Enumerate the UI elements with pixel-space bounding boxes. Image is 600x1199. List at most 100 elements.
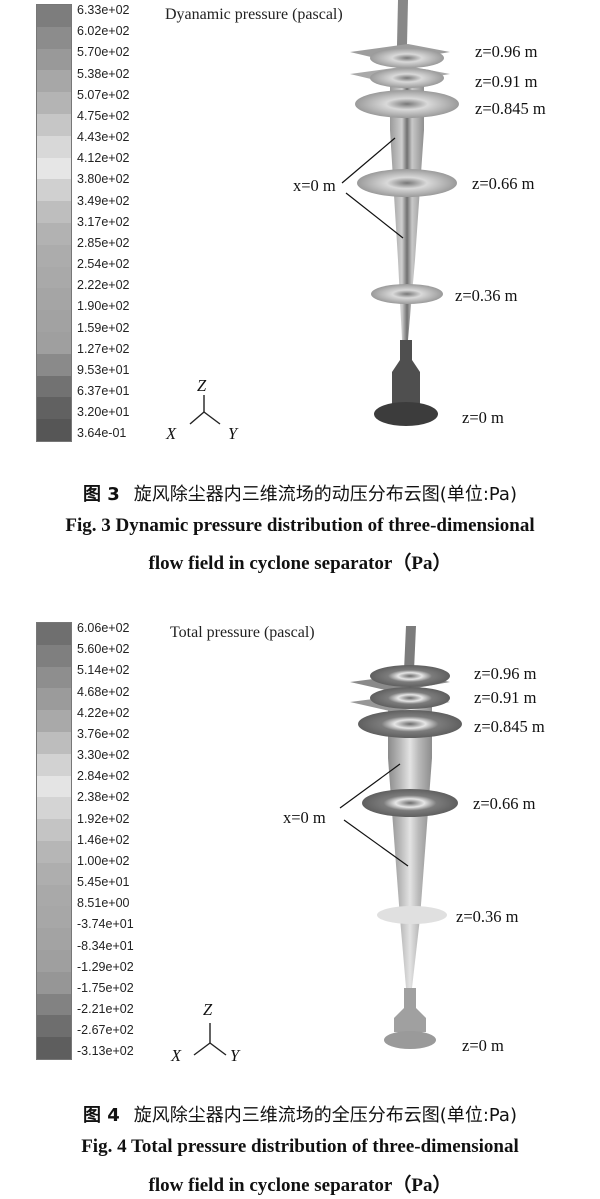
colorbar-swatch xyxy=(37,288,71,311)
z-label-0845: z=0.845 m xyxy=(474,717,545,736)
figure-3-caption-cn-text: 旋风除尘器内三维流场的动压分布云图(单位:Pa) xyxy=(133,484,517,505)
colorbar-swatch xyxy=(37,135,71,158)
colorbar-tick-label: 2.85e+02 xyxy=(77,235,130,250)
colorbar-tick-label: 3.17e+02 xyxy=(77,214,130,229)
colorbar-tick-label: 2.22e+02 xyxy=(77,278,130,293)
colorbar-swatch xyxy=(37,5,71,27)
colorbar-tick-label: 4.43e+02 xyxy=(77,130,130,145)
z-label-096: z=0.96 m xyxy=(475,42,538,61)
colorbar-tick-label: -3.13e+02 xyxy=(77,1044,134,1059)
colorbar-swatch xyxy=(37,1015,71,1038)
z-label-0: z=0 m xyxy=(462,408,504,427)
colorbar-tick-label: 5.60e+02 xyxy=(77,642,130,657)
colorbar-swatch xyxy=(37,688,71,711)
z-label-091: z=0.91 m xyxy=(475,72,538,91)
z-label-096: z=0.96 m xyxy=(474,664,537,683)
colorbar-tick-label: 5.70e+02 xyxy=(77,45,130,60)
colorbar-swatch xyxy=(37,775,71,798)
x-label: x=0 m xyxy=(283,808,326,827)
colorbar-swatch xyxy=(37,266,71,289)
colorbar-swatch xyxy=(37,70,71,93)
colorbar-swatch xyxy=(37,644,71,667)
colorbar-swatch xyxy=(37,244,71,267)
axis-z-label: Z xyxy=(203,1000,213,1019)
cyclone-render xyxy=(189,0,459,426)
axis-z-label: Z xyxy=(197,376,207,395)
colorbar-tick-label: 1.00e+02 xyxy=(77,853,130,868)
z-label-066: z=0.66 m xyxy=(472,174,535,193)
colorbar-tick-label: 4.12e+02 xyxy=(77,151,130,166)
colorbar-swatch xyxy=(37,375,71,398)
colorbar-tick-label: 1.92e+02 xyxy=(77,811,130,826)
colorbar-tick-label: 6.37e+01 xyxy=(77,384,130,399)
colorbar-swatch xyxy=(37,753,71,776)
colorbar-swatch xyxy=(37,113,71,136)
colorbar-tick-label: 5.07e+02 xyxy=(77,87,130,102)
colorbar-swatch xyxy=(37,48,71,71)
colorbar-tick-label: 1.90e+02 xyxy=(77,299,130,314)
colorbar xyxy=(36,4,72,442)
plot-title: Dyanamic pressure (pascal) xyxy=(165,6,343,23)
axis-x-label: X xyxy=(166,424,177,443)
x-label: x=0 m xyxy=(293,176,336,195)
colorbar-tick-label: 4.22e+02 xyxy=(77,705,130,720)
colorbar-tick-label: 1.59e+02 xyxy=(77,320,130,335)
colorbar-swatch xyxy=(37,222,71,245)
colorbar-tick-label: -8.34e+01 xyxy=(77,938,134,953)
colorbar-swatch xyxy=(37,710,71,732)
z-label-036: z=0.36 m xyxy=(456,907,519,926)
colorbar-swatch xyxy=(37,906,71,929)
colorbar-swatch xyxy=(37,993,71,1016)
colorbar-swatch xyxy=(37,397,71,420)
figure-4-caption-en-line2: flow field in cyclone separator（Pa） xyxy=(148,1175,452,1196)
colorbar-swatch xyxy=(37,731,71,754)
plot-title: Total pressure (pascal) xyxy=(170,624,315,641)
colorbar-swatch xyxy=(37,623,71,645)
colorbar-swatch xyxy=(37,862,71,885)
colorbar-tick-label: -2.21e+02 xyxy=(77,1002,134,1017)
axis-triad xyxy=(193,1023,227,1056)
axis-triad xyxy=(189,395,221,425)
colorbar-tick-label: 4.68e+02 xyxy=(77,684,130,699)
colorbar-swatch xyxy=(37,353,71,376)
colorbar-tick-label: 6.33e+02 xyxy=(77,3,130,17)
colorbar-tick-label: 1.27e+02 xyxy=(77,341,130,356)
figure-3-caption-en-line1: Fig. 3 Dynamic pressure distribution of … xyxy=(65,515,535,536)
colorbar-swatch xyxy=(37,971,71,994)
axis-y-label: Y xyxy=(228,424,238,443)
axis-y-label: Y xyxy=(230,1046,240,1065)
colorbar-swatch xyxy=(37,819,71,841)
colorbar-tick-label: 3.64e-01 xyxy=(77,426,127,441)
figure-4-number: 图 4 xyxy=(83,1105,120,1126)
colorbar-tick-label: -3.74e+01 xyxy=(77,917,134,932)
colorbar-swatch xyxy=(37,331,71,354)
colorbar-tick-label: 3.20e+01 xyxy=(77,405,130,420)
z-label-036: z=0.36 m xyxy=(455,286,518,305)
colorbar-swatch xyxy=(37,179,71,202)
figure-4-caption-cn-text: 旋风除尘器内三维流场的全压分布云图(单位:Pa) xyxy=(133,1105,517,1126)
z-label-0845: z=0.845 m xyxy=(475,99,546,118)
colorbar-tick-label: 3.30e+02 xyxy=(77,748,130,763)
figure-3-caption-en-line2: flow field in cyclone separator（Pa） xyxy=(148,553,452,574)
colorbar-swatch xyxy=(37,92,71,114)
colorbar-tick-label: 2.54e+02 xyxy=(77,257,130,272)
colorbar-tick-label: 8.51e+00 xyxy=(77,896,130,911)
colorbar-swatch xyxy=(37,797,71,820)
colorbar-tick-label: -1.75e+02 xyxy=(77,980,134,995)
colorbar-swatch xyxy=(37,840,71,863)
colorbar-swatch xyxy=(37,884,71,907)
colorbar-tick-label: 9.53e+01 xyxy=(77,362,130,377)
colorbar-swatch xyxy=(37,157,71,180)
colorbar-tick-label: 2.84e+02 xyxy=(77,769,130,784)
z-label-091: z=0.91 m xyxy=(474,688,537,707)
colorbar-tick-label: 1.46e+02 xyxy=(77,832,130,847)
colorbar-swatch xyxy=(37,1037,71,1059)
figure-4-caption-cn: 图 4 旋风除尘器内三维流场的全压分布云图(单位:Pa) xyxy=(0,1101,600,1127)
z-label-066: z=0.66 m xyxy=(473,794,536,813)
colorbar-swatch xyxy=(37,666,71,689)
colorbar xyxy=(36,622,72,1060)
